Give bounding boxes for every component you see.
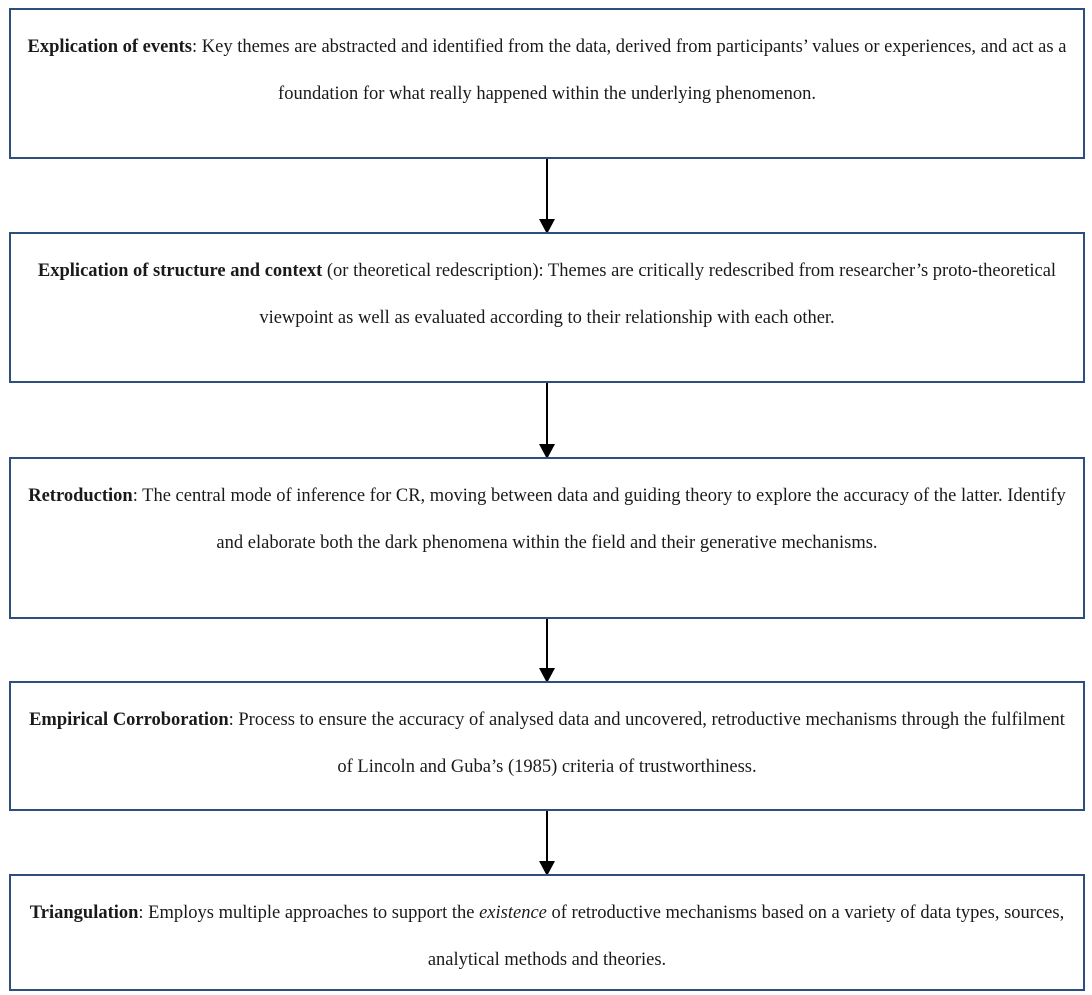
step-text: Triangulation: Employs multiple approach… [11, 876, 1083, 984]
step-box-empirical-corroboration: Empirical Corroboration: Process to ensu… [9, 681, 1085, 811]
flow-arrow [539, 811, 555, 876]
step-description: : Key themes are abstracted and identifi… [192, 37, 1067, 104]
flow-arrow [539, 159, 555, 234]
step-description: : The central mode of inference for CR, … [132, 486, 1066, 553]
step-text: Empirical Corroboration: Process to ensu… [11, 683, 1083, 791]
step-box-explication-of-events: Explication of events: Key themes are ab… [9, 8, 1085, 159]
step-term: Explication of events [27, 37, 192, 57]
step-box-explication-of-structure: Explication of structure and context (or… [9, 232, 1085, 383]
step-text: Explication of structure and context (or… [11, 234, 1083, 342]
step-text: Retroduction: The central mode of infere… [11, 459, 1083, 567]
step-emphasis: existence [479, 903, 547, 923]
step-box-triangulation: Triangulation: Employs multiple approach… [9, 874, 1085, 991]
step-description: (or theoretical redescription): Themes a… [259, 261, 1057, 328]
step-box-retroduction: Retroduction: The central mode of infere… [9, 457, 1085, 619]
step-term: Explication of structure and context [37, 261, 323, 281]
step-description-before: : Employs multiple approaches to support… [138, 903, 480, 923]
step-text: Explication of events: Key themes are ab… [11, 10, 1083, 118]
step-term: Empirical Corroboration [29, 710, 229, 730]
step-description-after: of retroductive mechanisms based on a va… [427, 903, 1065, 970]
flow-arrow [539, 619, 555, 683]
step-term: Retroduction [28, 486, 133, 506]
step-term: Triangulation [29, 903, 139, 923]
step-description: : Process to ensure the accuracy of anal… [228, 710, 1065, 777]
flow-arrow [539, 383, 555, 459]
